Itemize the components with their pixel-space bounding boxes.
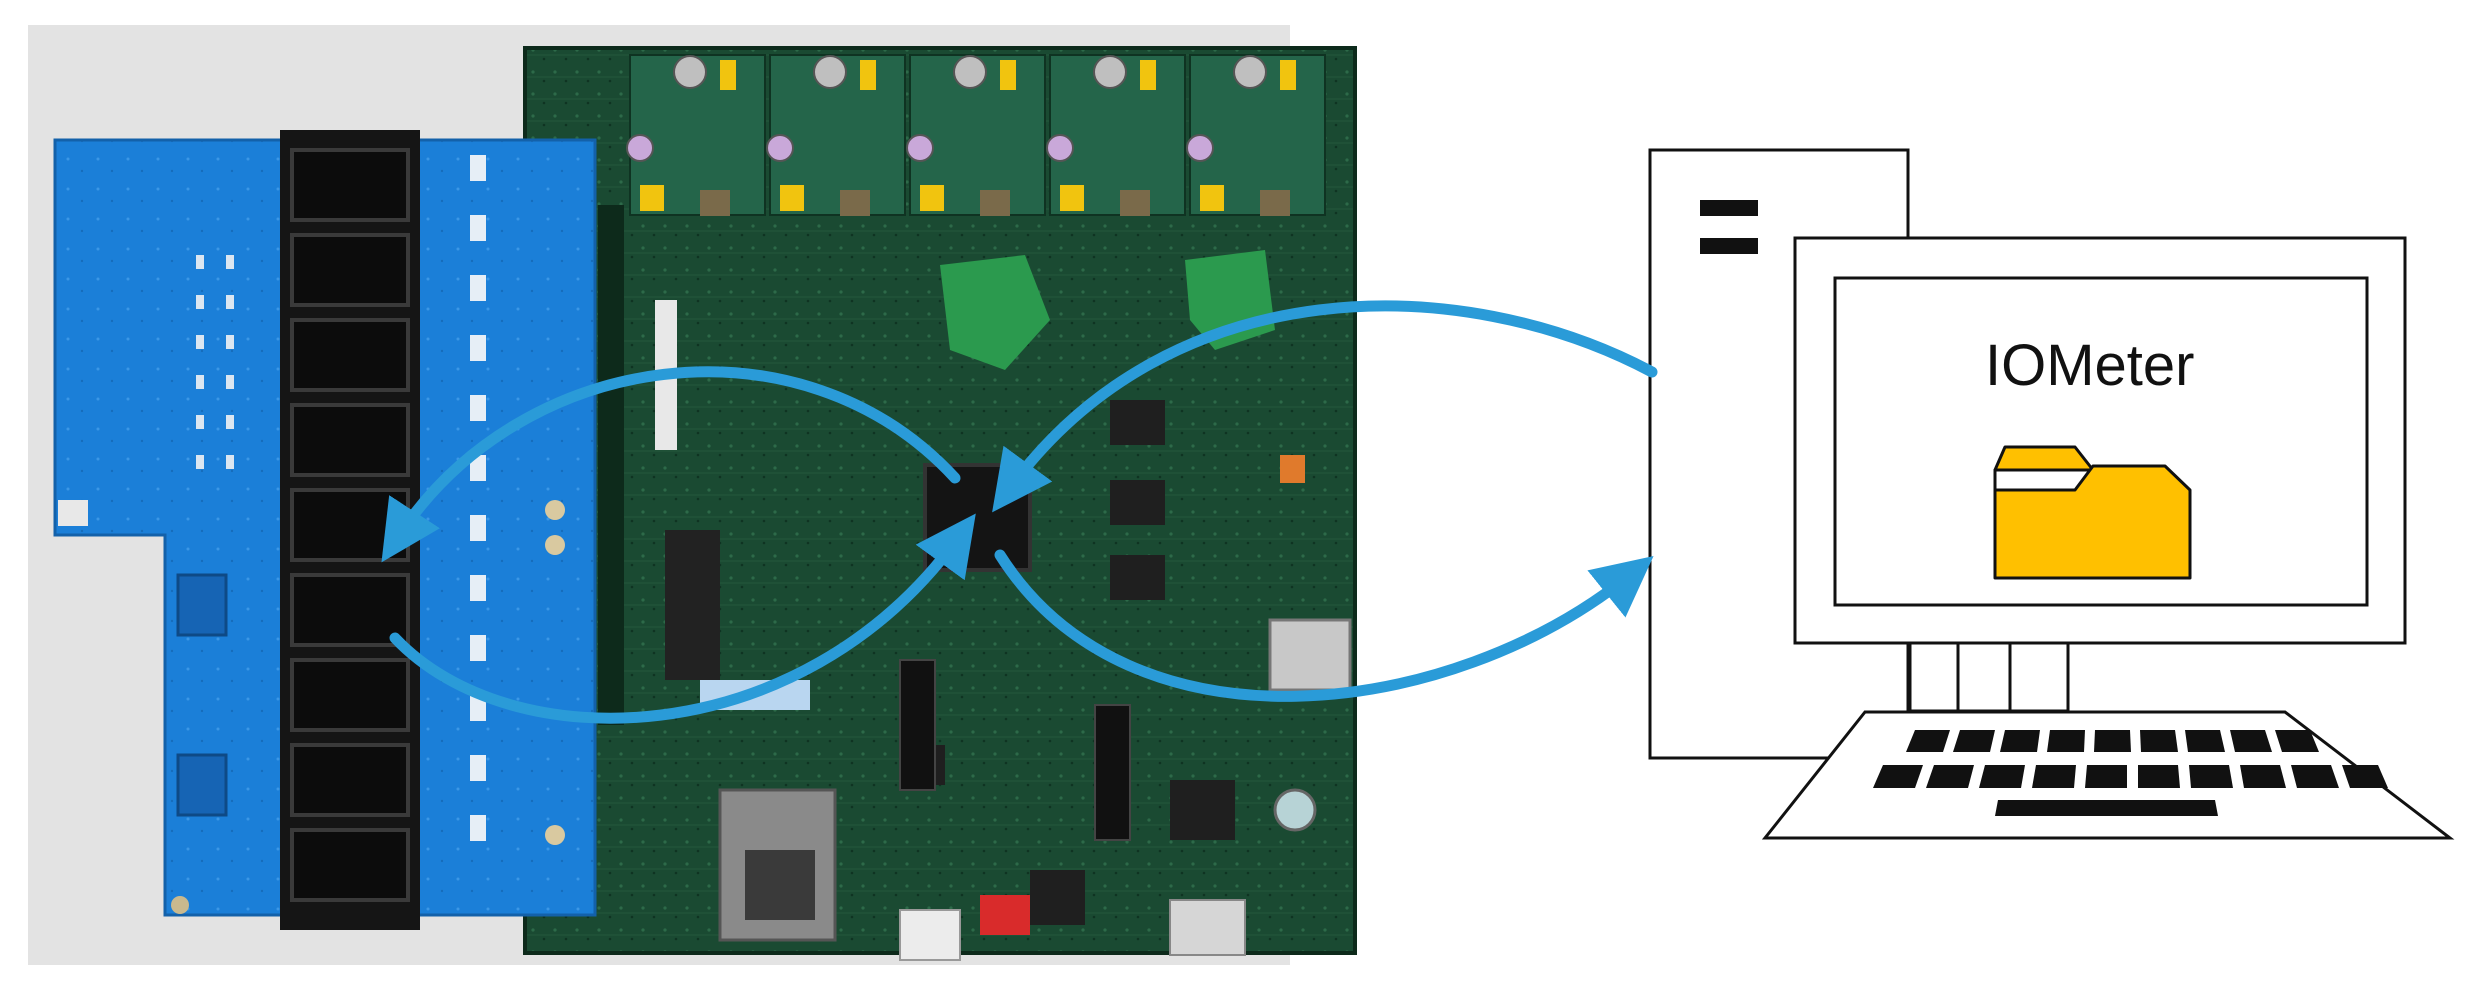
power-modules [626,54,1326,216]
keyboard-keys [1873,730,2388,816]
screen-app-label: IOMeter [1985,333,2195,398]
zynq-board [523,46,1357,961]
arrow-pc-to-fpga [992,300,1658,513]
drive-bay-bottom [1700,238,1758,254]
drive-bay-top [1700,200,1758,216]
data-flow-arrows [381,300,1658,724]
folder-icon [1993,445,2192,580]
board-photo [28,25,1357,965]
arrow-drives-to-fpga [389,513,976,724]
spacebar [1995,800,2218,816]
arrow-fpga-to-drives [381,366,961,563]
arrow-fpga-to-pc [994,549,1654,702]
